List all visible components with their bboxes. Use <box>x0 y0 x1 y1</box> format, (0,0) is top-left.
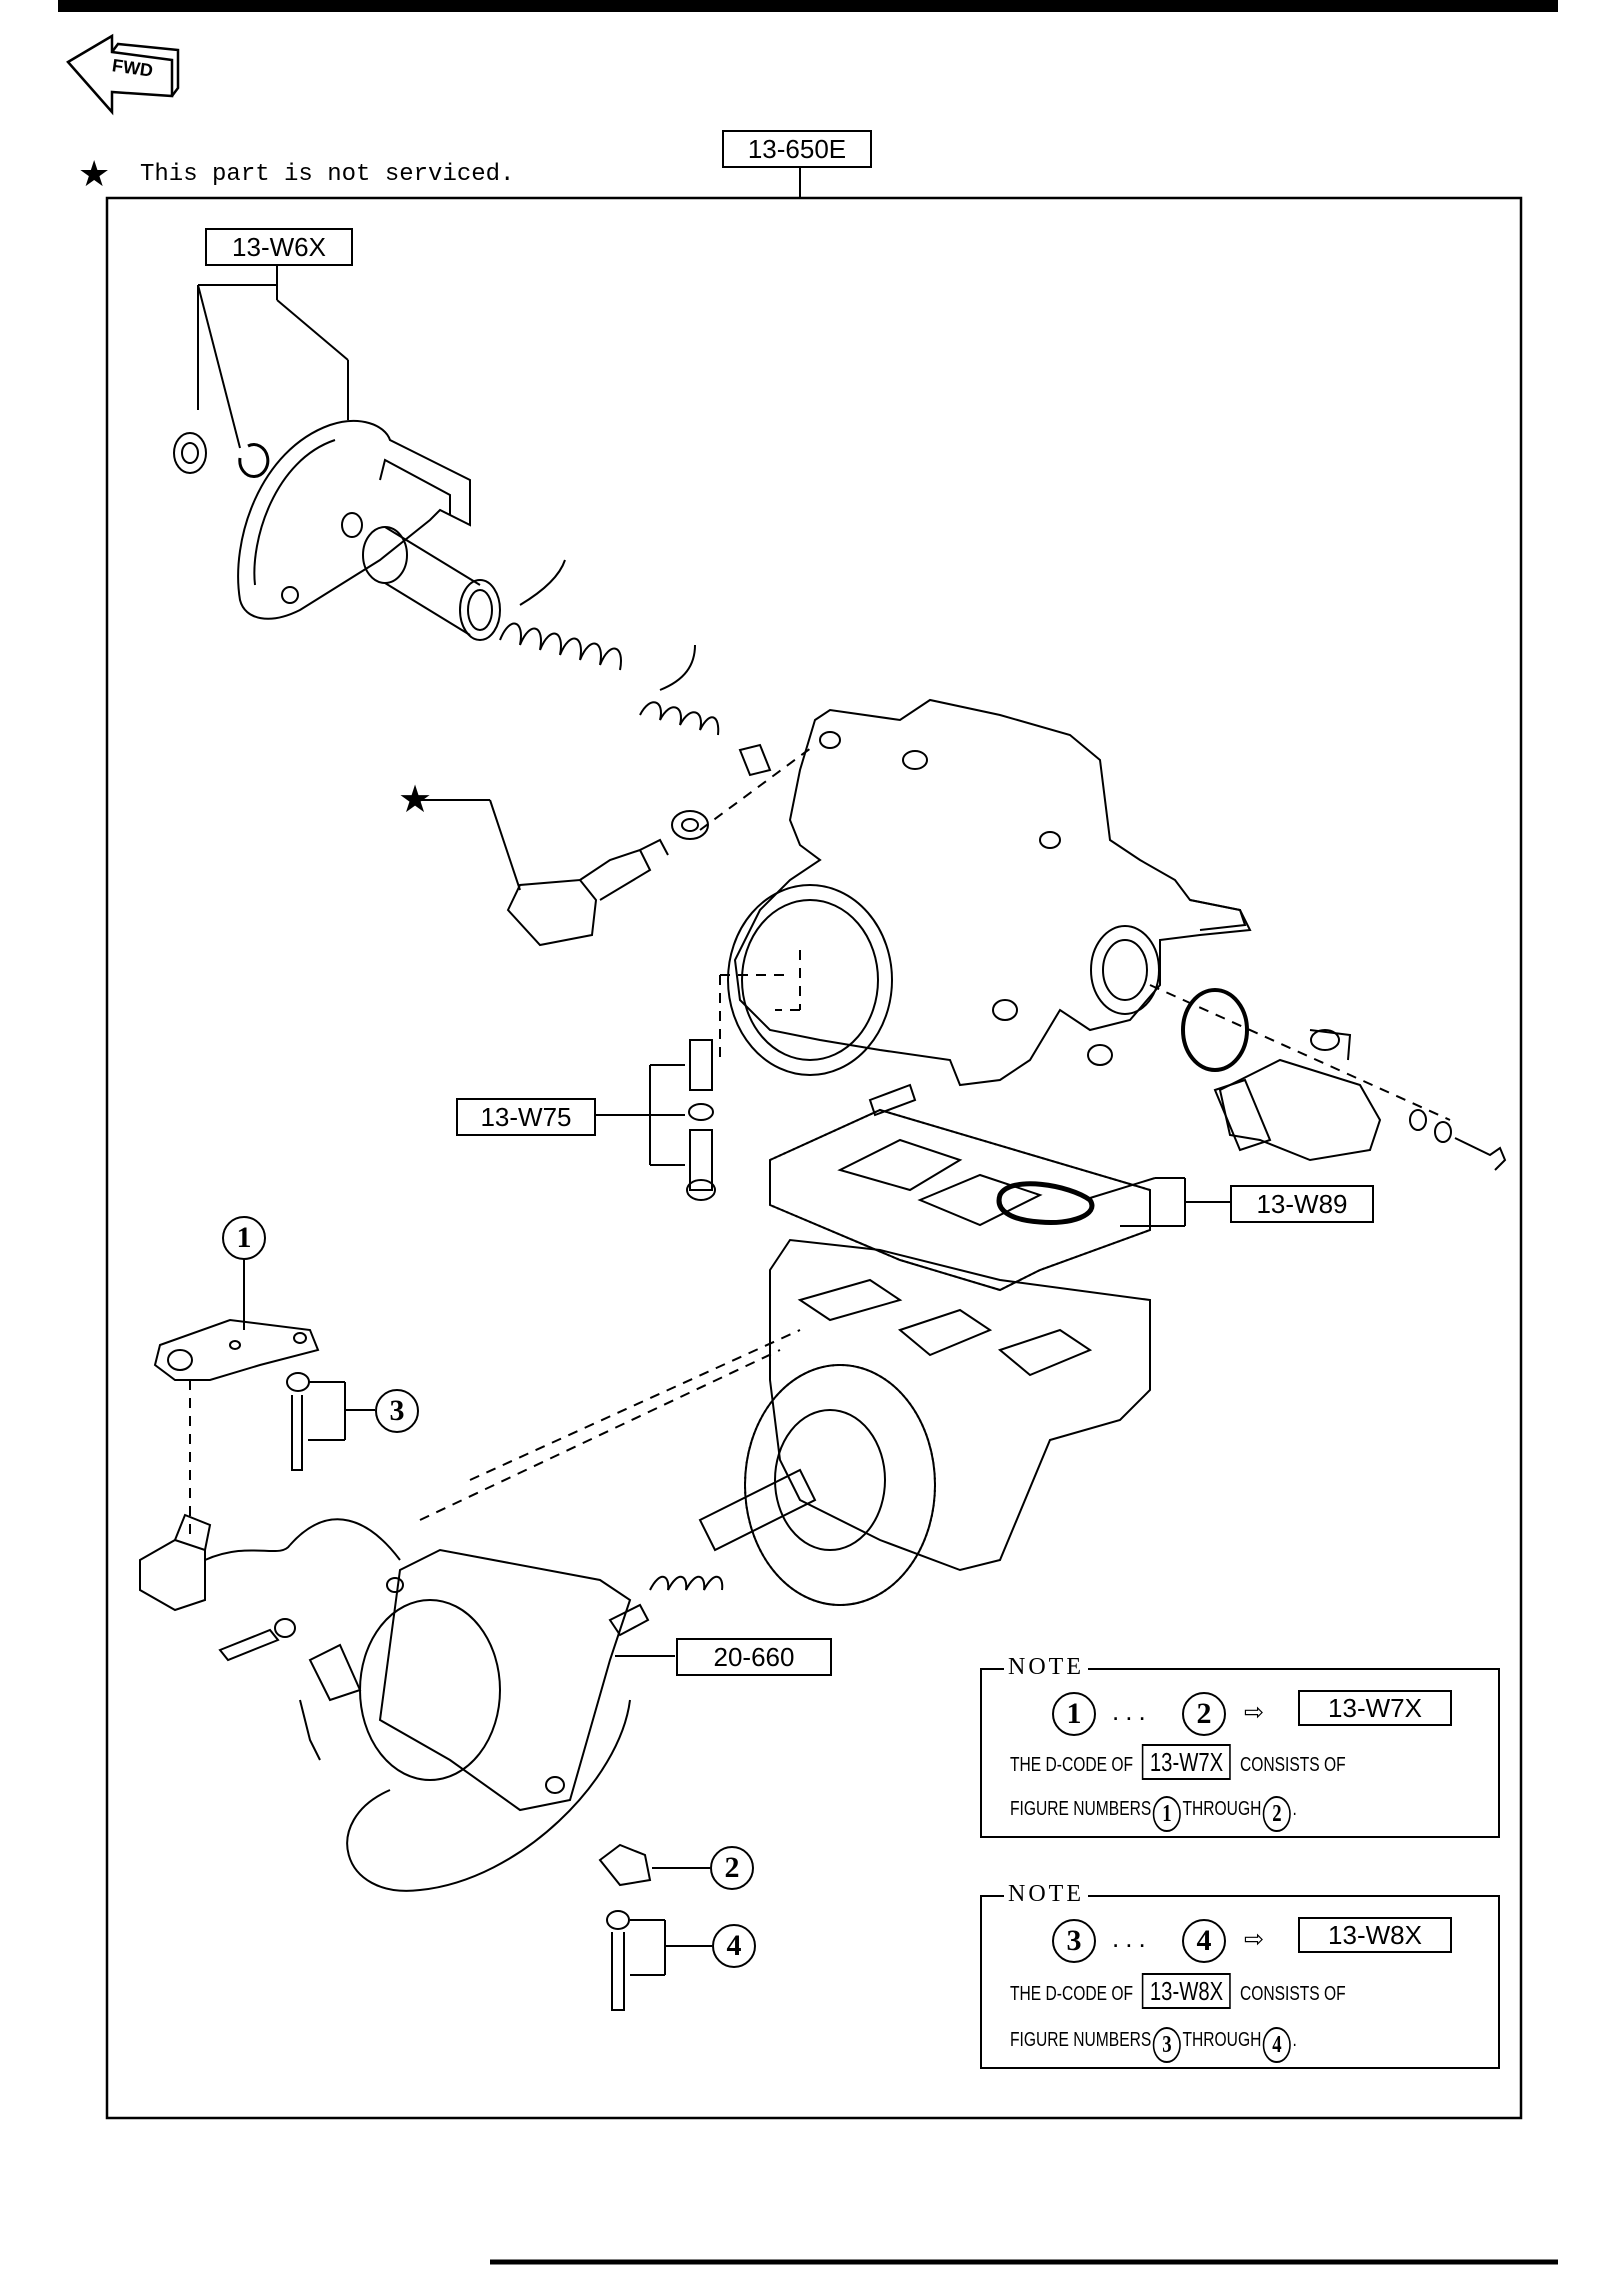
gasket-part <box>769 1108 1151 1292</box>
not-serviced-star-marker: ★ <box>398 779 433 821</box>
diaphragm-part <box>744 1364 936 1606</box>
callout-20-660: 20-660 <box>676 1638 832 1676</box>
note-title: NOTE <box>1004 1881 1088 1908</box>
stop-screw-part <box>738 743 772 777</box>
w6x-leader <box>197 261 349 449</box>
note-inline-from: 1 <box>1152 1796 1181 1832</box>
note-range-end: 4 <box>1182 1919 1226 1963</box>
top-border-bar <box>58 0 1558 12</box>
air-valve-part <box>299 1548 632 1892</box>
clip-washer-part <box>238 443 270 478</box>
w75-screw-parts <box>686 1039 716 1201</box>
note-inline-code: 13-W8X <box>1142 1973 1231 2009</box>
note-title: NOTE <box>1004 1654 1088 1681</box>
bypass-air-body-part <box>769 1238 1151 1572</box>
note-arrow-icon: ⇨ <box>1244 1699 1265 1726</box>
bolt-part-4 <box>606 1910 630 2011</box>
nut-part <box>173 432 207 474</box>
return-spring-part <box>499 559 622 671</box>
throttle-position-sensor-part <box>1213 1029 1382 1162</box>
main-frame <box>105 196 1523 2120</box>
note-line-2: THE D-CODE OF 13-W8X CONSISTS OF <box>1010 1973 1346 2009</box>
note-range-dots: ... <box>1112 1923 1152 1953</box>
assembly-axis-lines <box>189 744 1451 1540</box>
callout-13-w89: 13-W89 <box>1230 1185 1374 1223</box>
figure-number-2: 2 <box>710 1846 754 1890</box>
figure-number-1: 1 <box>222 1216 266 1260</box>
note-range-dots: ... <box>1112 1696 1152 1726</box>
fig4-leader <box>630 1919 712 1976</box>
note-box-1: NOTE 1 ... 3 2 ⇨ 13-W7X THE D-CODE OF 13… <box>980 1654 1500 1838</box>
callout-13-w6x: 13-W6X <box>205 228 353 266</box>
throttle-body-part <box>727 698 1252 1117</box>
star-symbol: ★ <box>78 153 111 194</box>
note-inline-to: 4 <box>1262 2027 1291 2063</box>
note-arrow-icon: ⇨ <box>1244 1926 1265 1953</box>
w75-leader <box>590 1064 685 1166</box>
note-box-2: NOTE 3 ... 4 ⇨ 13-W8X THE D-CODE OF 13-W… <box>980 1881 1500 2069</box>
idle-adjust-part <box>506 810 709 947</box>
callout-13-w75: 13-W75 <box>456 1098 596 1136</box>
valve-screw-part <box>218 1628 280 1662</box>
note-line-2: THE D-CODE OF 13-W7X CONSISTS OF <box>1010 1744 1346 1780</box>
note-code-box: 13-W7X <box>1298 1690 1452 1726</box>
clamp-part-2 <box>598 1843 652 1887</box>
note-range-from: 3 <box>1052 1919 1096 1963</box>
note-inline-code: 13-W7X <box>1142 1744 1231 1780</box>
fwd-arrow-icon <box>66 33 180 116</box>
small-spring-part <box>639 644 720 736</box>
valve-stem-part <box>608 1468 817 1637</box>
throttle-lever-part <box>237 420 471 620</box>
note-inline-to: 2 <box>1262 1796 1291 1832</box>
bracket-part-1 <box>153 1318 320 1381</box>
sensor-screw-parts <box>1409 1109 1507 1171</box>
figure-number-4: 4 <box>712 1924 756 1968</box>
shaft-part <box>362 526 501 641</box>
fig3-leader <box>308 1381 375 1441</box>
w89-leader <box>1089 1177 1230 1227</box>
not-serviced-note: This part is not serviced. <box>140 161 515 188</box>
figure-number-3: 3 <box>375 1389 419 1433</box>
valve-washer-part <box>274 1618 296 1638</box>
note-range-end: 2 <box>1182 1692 1226 1736</box>
note-range-from: 1 <box>1052 1692 1096 1736</box>
bolt-part-3 <box>286 1372 310 1471</box>
connector-part <box>139 1513 401 1612</box>
w89-seal-part <box>996 1181 1095 1226</box>
o-ring-part <box>1181 988 1249 1072</box>
note-code-box: 13-W8X <box>1298 1917 1452 1953</box>
note-inline-from: 3 <box>1152 2027 1181 2063</box>
group-code-box: 13-650E <box>722 130 872 168</box>
